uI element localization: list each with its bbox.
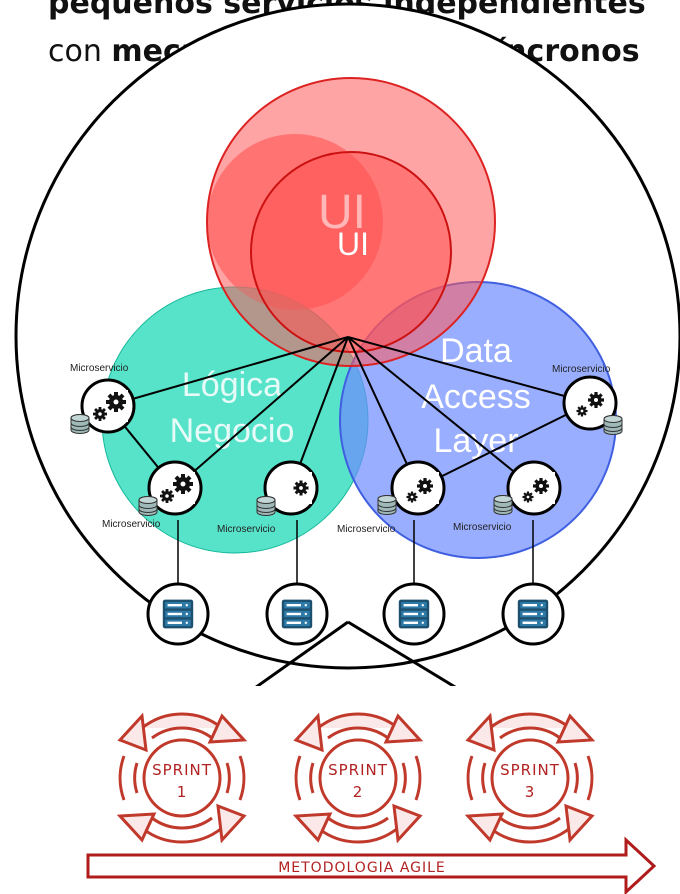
sprint-number: 3 [525, 783, 536, 801]
microservice-node: Microservicio [102, 460, 203, 530]
data-label-line1: Data [440, 332, 512, 370]
database-icon [70, 414, 90, 434]
server-node [265, 582, 329, 646]
microservice-label: Microservicio [552, 364, 611, 375]
microservice-label: Microservicio [217, 524, 276, 535]
server-node [501, 582, 565, 646]
server-icon [398, 599, 430, 629]
methodology-arrow: METODOLOGIA AGILE [86, 836, 657, 894]
sprint-cycle-1: SPRINT 1 [118, 712, 246, 844]
server-icon [162, 599, 194, 629]
data-label-line2: Access [421, 378, 531, 416]
server-icon [281, 599, 313, 629]
logic-label-line1: Lógica [182, 366, 282, 404]
sprint-label: SPRINT [328, 761, 388, 779]
microservice-node: Microservicio [70, 363, 136, 434]
microservice-label: Microservicio [102, 519, 161, 530]
server-icon [517, 599, 549, 629]
database-icon [603, 415, 623, 435]
database-icon [377, 495, 397, 515]
methodology-label: METODOLOGIA AGILE [278, 860, 446, 876]
ui-label: UI [337, 226, 369, 262]
server-node [146, 582, 210, 646]
ui-inner-circle [250, 151, 452, 353]
sprint-number: 1 [177, 783, 188, 801]
microservice-label: Microservicio [337, 524, 396, 535]
database-icon [138, 496, 158, 516]
server-connections [177, 520, 534, 584]
microservice-node: Microservicio [337, 460, 446, 535]
hub-connections [107, 336, 591, 489]
microservice-node: Microservicio [217, 460, 319, 535]
sprint-label: SPRINT [500, 761, 560, 779]
sprint-number: 2 [353, 783, 364, 801]
ui-shadow-label: UI [318, 186, 366, 239]
funnel-lines [251, 620, 461, 692]
sprint-cycle-3: SPRINT 3 [466, 712, 594, 844]
microservice-label: Microservicio [70, 363, 129, 374]
server-node [382, 582, 446, 646]
microservice-node: Microservicio [552, 364, 623, 435]
logic-label-line2: Negocio [170, 412, 295, 450]
database-icon [493, 495, 513, 515]
microservice-node: Microservicio [453, 460, 562, 533]
database-icon [256, 496, 276, 516]
sprint-cycle-2: SPRINT 2 [294, 712, 422, 844]
sprint-label: SPRINT [152, 761, 212, 779]
microservice-label: Microservicio [453, 522, 512, 533]
